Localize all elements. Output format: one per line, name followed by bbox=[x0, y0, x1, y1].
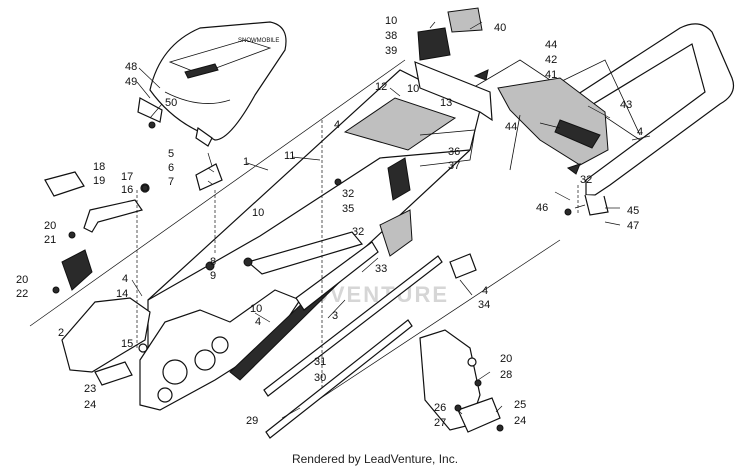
callout-44a: 44 bbox=[545, 39, 557, 51]
callout-15: 15 bbox=[121, 338, 133, 350]
callout-22: 22 bbox=[16, 288, 28, 300]
callout-34: 34 bbox=[478, 299, 490, 311]
callout-26: 26 bbox=[434, 402, 446, 414]
callout-32b: 32 bbox=[352, 226, 364, 238]
callout-1: 1 bbox=[243, 156, 249, 168]
callout-7: 7 bbox=[168, 176, 174, 188]
callout-19: 19 bbox=[93, 175, 105, 187]
callout-10b: 10 bbox=[250, 303, 262, 315]
callout-21: 21 bbox=[44, 234, 56, 246]
callout-36: 36 bbox=[448, 146, 460, 158]
callout-4: 4 bbox=[334, 119, 340, 131]
callout-40: 40 bbox=[494, 22, 506, 34]
callout-28: 28 bbox=[500, 369, 512, 381]
leader-lines bbox=[131, 21, 651, 419]
callout-42: 42 bbox=[545, 54, 557, 66]
callout-44b: 44 bbox=[505, 121, 517, 133]
callout-17: 17 bbox=[121, 171, 133, 183]
callout-6: 6 bbox=[168, 162, 174, 174]
callout-2: 2 bbox=[58, 327, 64, 339]
alignment-line bbox=[29, 59, 406, 327]
seat-part: SNOWMOBILE bbox=[137, 21, 287, 147]
callout-10d: 10 bbox=[407, 83, 419, 95]
callout-4e: 4 bbox=[637, 126, 643, 138]
callout-11: 11 bbox=[284, 150, 295, 162]
callout-29: 29 bbox=[246, 415, 258, 427]
callout-14: 14 bbox=[116, 288, 128, 300]
callout-4b: 4 bbox=[122, 273, 128, 285]
credit-text: Rendered by LeadVenture, Inc. bbox=[291, 452, 459, 466]
callout-labels: 1 2 3 4 4 4 4 4 5 6 7 8 9 10 10 10 10 11… bbox=[16, 15, 643, 429]
shafts-part bbox=[263, 255, 443, 439]
callout-9: 9 bbox=[210, 270, 216, 282]
callout-20b: 20 bbox=[16, 274, 28, 286]
callout-35: 35 bbox=[342, 203, 354, 215]
callout-33: 33 bbox=[375, 263, 387, 275]
callout-8: 8 bbox=[210, 256, 216, 268]
callout-37: 37 bbox=[448, 160, 460, 172]
callout-50: 50 bbox=[165, 97, 177, 109]
rear-rack-part bbox=[497, 23, 735, 216]
callout-4d: 4 bbox=[482, 285, 488, 297]
callout-10c: 10 bbox=[385, 15, 397, 27]
callout-24b: 24 bbox=[514, 415, 526, 427]
callout-20a: 20 bbox=[44, 220, 56, 232]
callout-10a: 10 bbox=[252, 207, 264, 219]
callout-39: 39 bbox=[385, 45, 397, 57]
callout-32c: 32 bbox=[580, 174, 592, 186]
callout-48: 48 bbox=[125, 61, 137, 73]
callout-32a: 32 bbox=[342, 188, 354, 200]
callout-41: 41 bbox=[545, 69, 557, 81]
callout-23: 23 bbox=[84, 383, 96, 395]
callout-27: 27 bbox=[434, 417, 446, 429]
callout-30: 30 bbox=[314, 372, 326, 384]
callout-16: 16 bbox=[121, 184, 133, 196]
callout-3: 3 bbox=[332, 310, 338, 322]
callout-18: 18 bbox=[93, 161, 105, 173]
callout-13: 13 bbox=[440, 97, 452, 109]
callout-25: 25 bbox=[514, 399, 526, 411]
callout-4c: 4 bbox=[255, 316, 261, 328]
callout-49: 49 bbox=[125, 76, 137, 88]
svg-text:SNOWMOBILE: SNOWMOBILE bbox=[238, 38, 279, 44]
callout-45: 45 bbox=[627, 205, 639, 217]
callout-31: 31 bbox=[314, 356, 326, 368]
callout-47: 47 bbox=[627, 220, 639, 232]
callout-43: 43 bbox=[620, 99, 632, 111]
callout-46: 46 bbox=[536, 202, 548, 214]
callout-24a: 24 bbox=[84, 399, 96, 411]
callout-38: 38 bbox=[385, 30, 397, 42]
tunnel-part bbox=[139, 69, 481, 411]
callout-20c: 20 bbox=[500, 353, 512, 365]
right-brackets-part bbox=[379, 209, 501, 433]
callout-12: 12 bbox=[375, 81, 387, 93]
hitch-part bbox=[414, 7, 493, 122]
fasteners bbox=[52, 69, 581, 432]
callout-5: 5 bbox=[168, 148, 174, 160]
